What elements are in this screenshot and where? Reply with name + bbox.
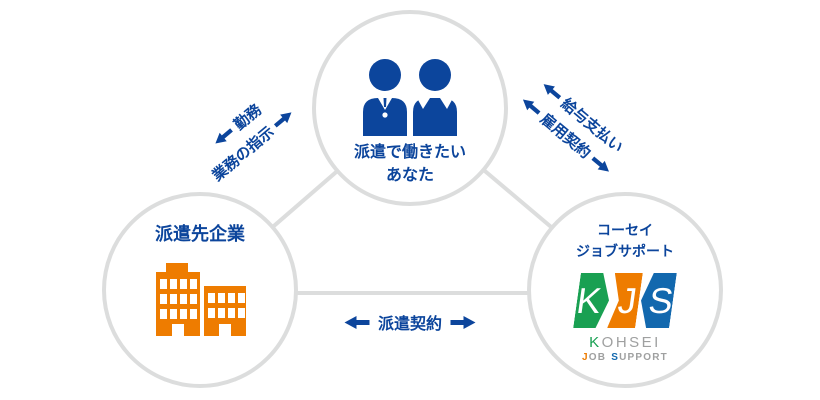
edge-worker-agency-labels: 給与支払い 雇用契約	[502, 60, 646, 192]
worker-label-line1: 派遣で働きたい	[353, 144, 466, 161]
worker-label: 派遣で働きたい あなた	[354, 141, 466, 187]
arrow-right-icon	[450, 315, 476, 329]
arrow-up-left-icon	[543, 84, 562, 100]
logo-block-j: J	[607, 273, 643, 328]
arrow-left-icon	[344, 315, 370, 329]
edge-label-instructions: 業務の指示	[207, 104, 299, 186]
connector-company-agency	[200, 291, 625, 295]
arrow-up-right-icon	[273, 112, 292, 128]
office-building-icon	[156, 262, 246, 336]
logo-block-k: K	[573, 273, 613, 328]
agency-name: コーセイ ジョブサポート	[576, 220, 674, 262]
arrow-down-left-icon	[215, 127, 234, 144]
arrow-down-right-icon	[591, 156, 609, 172]
edge-label-employment: 雇用契約	[516, 91, 617, 180]
logo-block-s: S	[637, 273, 677, 328]
node-worker: 派遣で働きたい あなた	[312, 10, 508, 206]
edge-label-salary: 給与支払い	[536, 76, 628, 158]
node-company: 派遣先企業	[102, 192, 298, 388]
arrow-up-left-icon	[522, 99, 541, 115]
worker-label-line2: あなた	[385, 167, 434, 185]
edge-worker-company-labels: 勤務 業務の指示	[180, 76, 309, 195]
edge-label-work: 勤務	[208, 99, 265, 152]
edge-company-agency-label: 派遣契約	[310, 310, 510, 334]
company-label: 派遣先企業	[155, 224, 245, 244]
kohsei-wordmark: KOHSEI	[589, 334, 661, 351]
agency-name-line1: コーセイ	[597, 222, 653, 238]
kjs-letter-blocks: K J S	[573, 273, 677, 328]
agency-name-line2: ジョブサポート	[576, 243, 674, 259]
workers-icon	[363, 59, 457, 136]
